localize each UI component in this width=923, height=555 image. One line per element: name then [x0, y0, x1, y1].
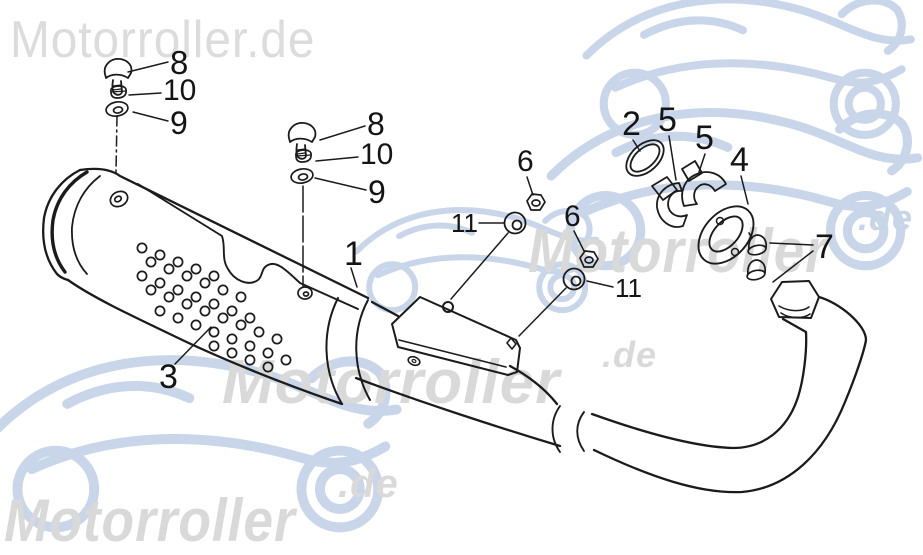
watermark-brand-top: Motorroller.de	[10, 11, 316, 69]
part-label-10-lower: 10	[360, 138, 394, 171]
washer-9-lower	[290, 167, 314, 185]
part-label-7: 7	[815, 228, 834, 266]
nut-6-right	[579, 250, 599, 268]
part-label-10-upper: 10	[163, 74, 197, 107]
muffler-body	[42, 167, 585, 453]
gasket-ring-2	[625, 139, 665, 177]
watermark-brand-bottom: Motorroller	[4, 487, 296, 554]
leader-lines	[115, 61, 814, 365]
part-label-11-right: 11	[615, 273, 642, 303]
exhaust-pipe	[590, 280, 868, 494]
part-label-4: 4	[730, 141, 749, 179]
part-label-9-lower: 9	[368, 174, 386, 210]
cap-nut-7-upper	[747, 232, 768, 256]
watermark-tld-middle: .de	[858, 197, 914, 238]
nut-6-left	[526, 193, 546, 211]
watermark-tld-bottom: .de	[338, 462, 399, 506]
part-label-8-lower: 8	[367, 106, 385, 142]
nut-10-lower	[295, 149, 313, 163]
part-label-5-left: 5	[658, 101, 677, 139]
part-label-8-upper: 8	[170, 44, 189, 81]
watermark-tld-center: .de	[602, 334, 658, 375]
part-label-6-left: 6	[517, 145, 534, 178]
clamp-half-5-right	[681, 160, 727, 207]
washer-11-right	[562, 267, 586, 291]
washer-9-upper	[105, 100, 129, 118]
watermark-brand-center: Motorroller	[222, 348, 561, 417]
part-label-1: 1	[344, 235, 363, 273]
clamp-half-5-left	[651, 176, 688, 228]
heat-shield-perforations	[136, 242, 292, 373]
washer-11-left	[503, 211, 527, 235]
part-label-9-upper: 9	[170, 105, 188, 141]
screw-8-upper	[103, 58, 133, 96]
part-label-2: 2	[622, 105, 641, 143]
nut-10-upper	[110, 85, 128, 99]
cap-nut-7-lower	[746, 259, 767, 281]
mounting-bracket	[391, 296, 521, 376]
part-label-11-left: 11	[451, 208, 478, 238]
part-label-6-right: 6	[564, 200, 581, 233]
flange-gasket-4	[697, 205, 755, 265]
watermark-brand-middle: Motorroller	[528, 217, 828, 286]
part-label-3: 3	[159, 358, 178, 396]
part-label-5-right: 5	[695, 119, 714, 157]
